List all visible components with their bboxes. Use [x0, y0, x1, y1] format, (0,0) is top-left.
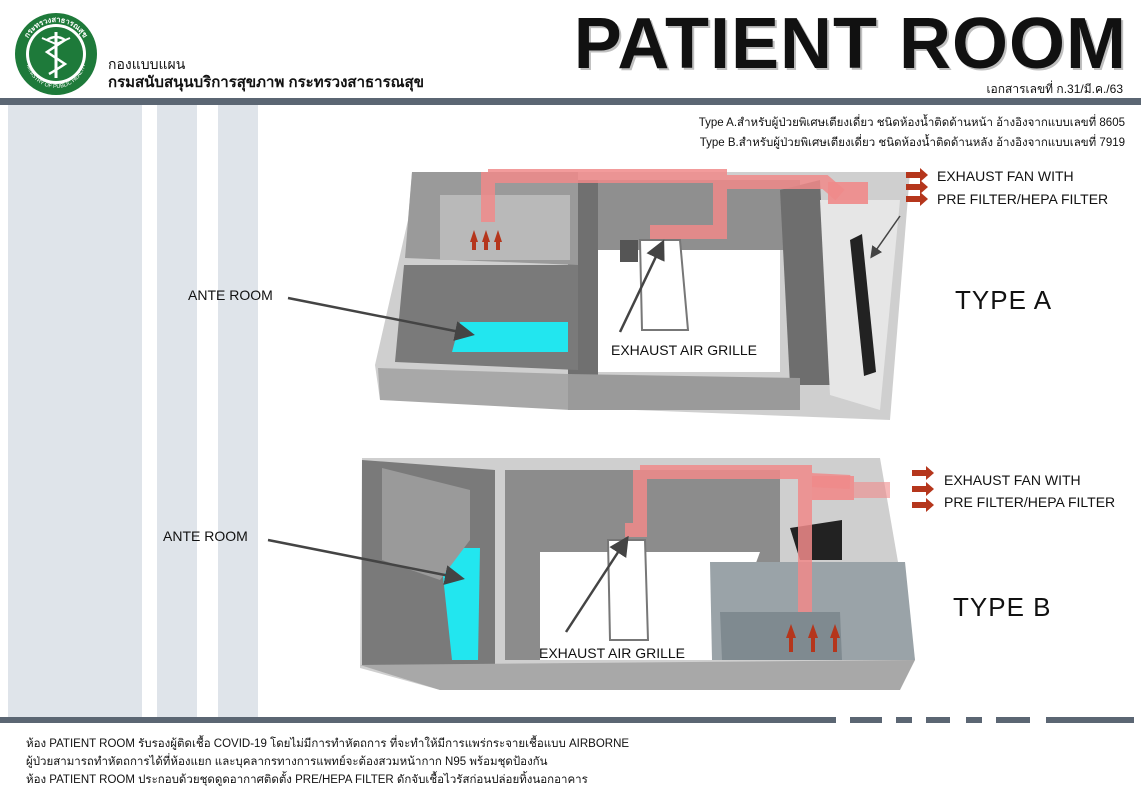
type-b-exhaust-fan	[812, 476, 854, 500]
type-a-fan-arrows	[906, 168, 928, 206]
type-b-floor	[540, 552, 760, 660]
top-divider-bar	[0, 98, 1141, 105]
type-a-label: TYPE A	[955, 285, 1053, 315]
type-b-fan-arrows	[912, 466, 934, 512]
type-b-label: TYPE B	[953, 592, 1052, 622]
type-a-fan-label-line1: EXHAUST FAN WITH	[937, 168, 1074, 184]
type-a-ante-room-label: ANTE ROOM	[188, 287, 273, 303]
bottom-dash-6	[1046, 717, 1134, 723]
org-name-line1: กองแบบแผน	[108, 56, 186, 72]
type-a-bed	[638, 239, 690, 331]
type-a-right-wall	[780, 180, 830, 385]
type-b-airflow-arrows	[786, 624, 840, 652]
left-stripe-1	[8, 105, 142, 717]
type-b-fan-label-line2: PRE FILTER/HEPA FILTER	[944, 494, 1116, 510]
page-title: PATIENT ROOM	[573, 4, 1127, 84]
type-a-airflow-arrows	[470, 230, 502, 250]
bottom-dash-1	[850, 717, 882, 723]
left-stripe-2	[157, 105, 197, 717]
bottom-dash-2	[896, 717, 912, 723]
footer-line-2: ผู้ป่วยสามารถทำหัตถการได้ที่ห้องแยก และบ…	[26, 756, 548, 768]
type-a-window-grille	[850, 234, 876, 376]
type-b-note: Type B.สำหรับผู้ป่วยพิเศษเตียงเดี่ยว ชนิ…	[699, 137, 1125, 149]
footer-line-1: ห้อง PATIENT ROOM รับรองผู้ติดเชื้อ COVI…	[26, 738, 630, 750]
type-a-back-wall	[578, 180, 800, 250]
type-b-ante-room-label: ANTE ROOM	[163, 528, 248, 544]
type-a-room-model	[287, 168, 928, 420]
type-b-fan-label-line1: EXHAUST FAN WITH	[944, 472, 1081, 488]
type-b-exhaust-grille-label: EXHAUST AIR GRILLE	[539, 645, 686, 661]
type-b-room-model	[267, 458, 934, 690]
type-a-ante-room-floor	[452, 322, 568, 352]
document-number: เอกสารเลขที่ ก.31/มี.ค./63	[986, 82, 1123, 96]
type-a-exhaust-grille-label: EXHAUST AIR GRILLE	[611, 342, 758, 358]
type-notes: Type A.สำหรับผู้ป่วยพิเศษเตียงเดี่ยว ชนิ…	[699, 113, 1125, 153]
type-a-fan-label-line2: PRE FILTER/HEPA FILTER	[937, 191, 1109, 207]
type-b-bed	[606, 539, 650, 641]
bottom-divider-bar	[0, 717, 836, 723]
bottom-dash-4	[966, 717, 982, 723]
bottom-dash-3	[926, 717, 950, 723]
type-a-exhaust-fan	[828, 182, 868, 204]
type-a-ante-room	[395, 265, 578, 370]
footer-notes: ห้อง PATIENT ROOM รับรองผู้ติดเชื้อ COVI…	[26, 735, 629, 789]
footer-line-3: ห้อง PATIENT ROOM ประกอบด้วยชุดดูดอากาศต…	[26, 774, 588, 786]
org-name-line2: กรมสนับสนุนบริการสุขภาพ กระทรวงสาธารณสุข	[108, 74, 424, 91]
left-stripe-3	[218, 105, 258, 717]
ministry-logo: กระทรวงสาธารณสุข MINISTRY OF PUBLIC HEAL…	[14, 12, 98, 96]
type-a-note: Type A.สำหรับผู้ป่วยพิเศษเตียงเดี่ยว ชนิ…	[698, 117, 1125, 129]
bottom-dash-5	[996, 717, 1030, 723]
